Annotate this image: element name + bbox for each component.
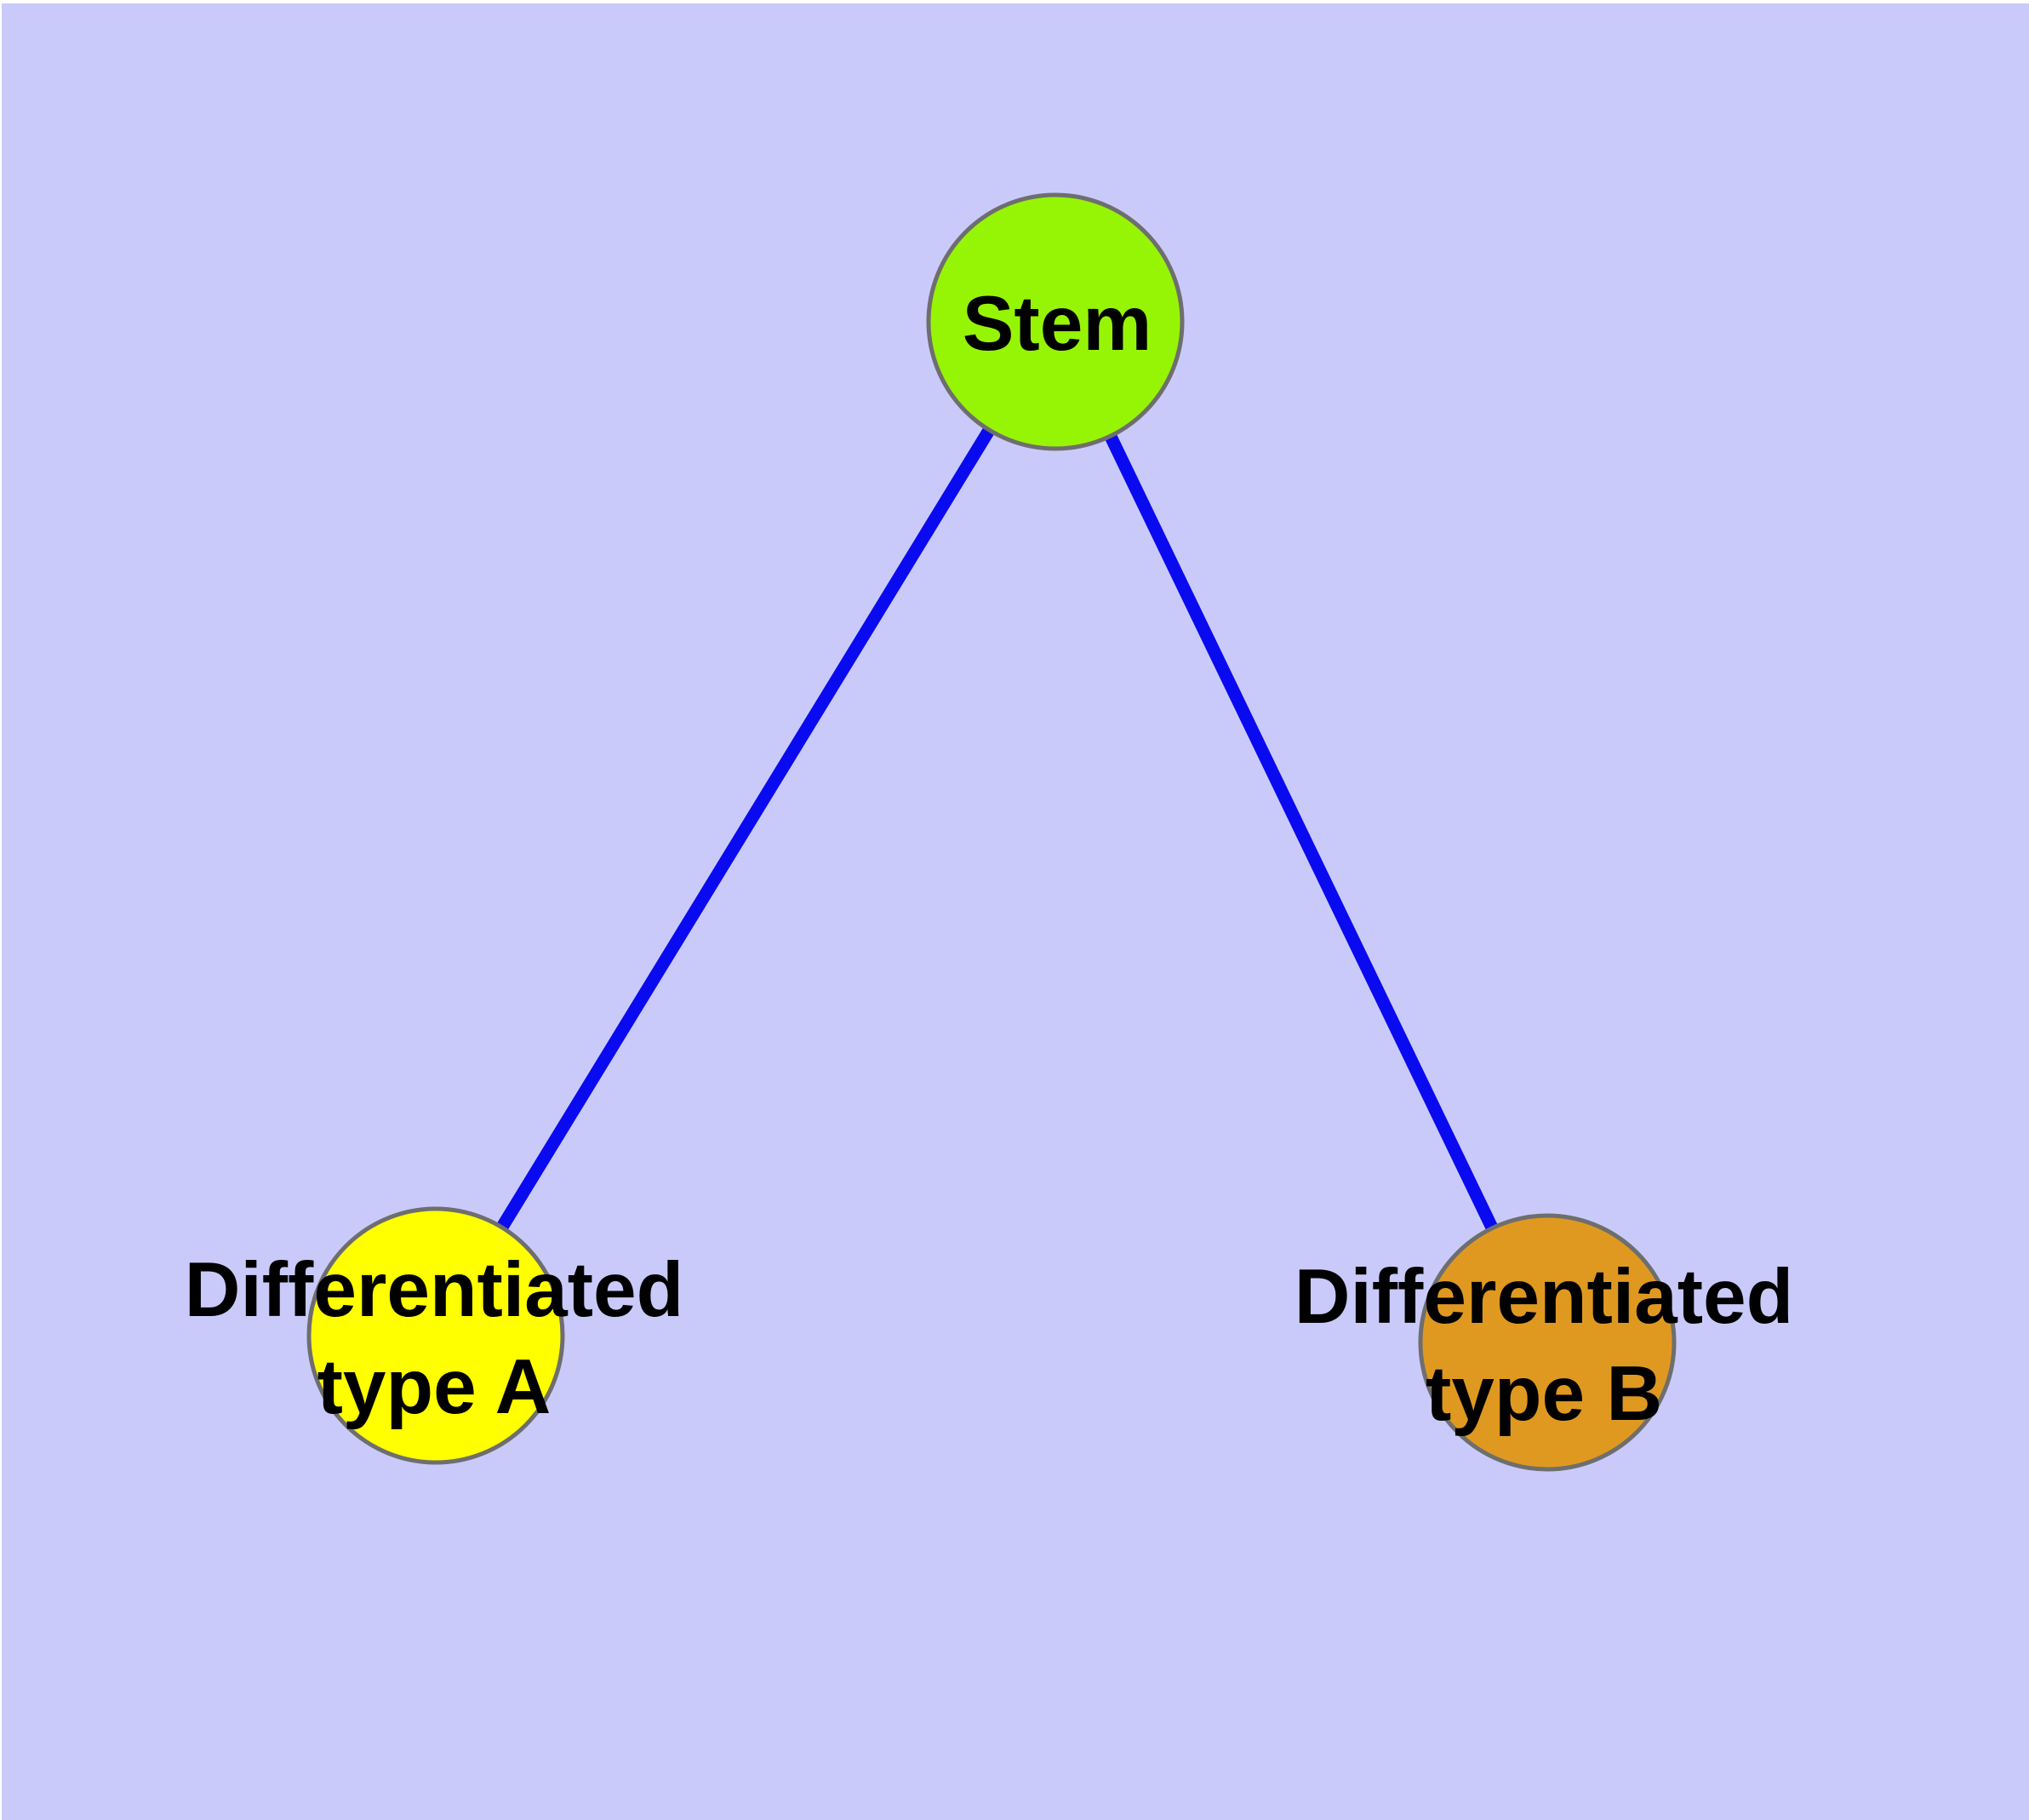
edge-stem-to-type-b xyxy=(1049,318,1553,1346)
node-label-type-b-line1: Differentiated xyxy=(1294,1254,1794,1340)
node-stem xyxy=(926,192,1185,451)
node-label-stem: Stem xyxy=(963,276,1152,373)
node-differentiated-type-a xyxy=(306,1206,565,1465)
node-differentiated-type-b xyxy=(1418,1213,1677,1472)
node-label-differentiated-type-a: Differentiated type A xyxy=(185,1242,684,1436)
node-label-stem-text: Stem xyxy=(962,281,1152,367)
node-label-type-a-line2: type A xyxy=(317,1344,552,1430)
graph-svg xyxy=(306,192,1677,1472)
node-label-type-a-line1: Differentiated xyxy=(184,1247,684,1333)
edge-stem-to-type-a xyxy=(430,318,1061,1339)
node-label-type-b-line2: type B xyxy=(1425,1351,1663,1437)
node-label-differentiated-type-b: Differentiated type B xyxy=(1295,1249,1794,1443)
diagram-canvas: Stem Differentiated type A Differentiate… xyxy=(2,3,2029,1820)
